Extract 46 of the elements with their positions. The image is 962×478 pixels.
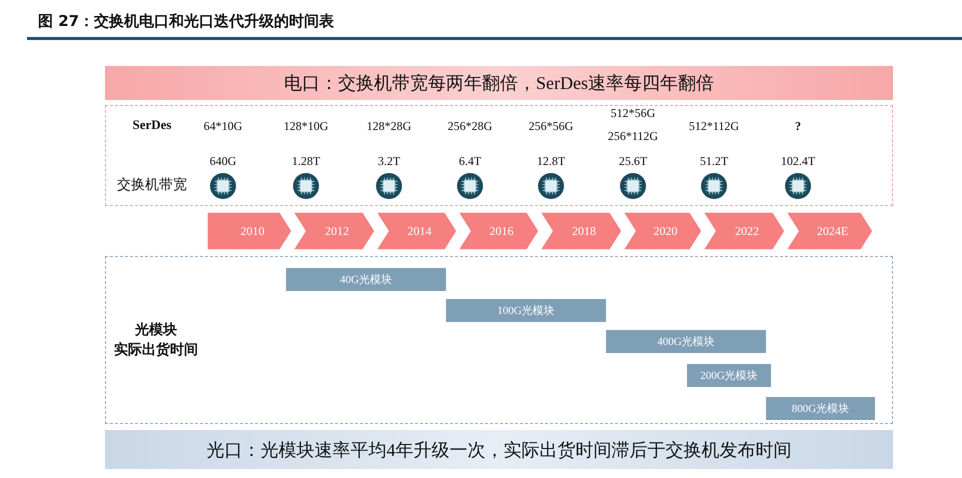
serdes-value: 512*112G — [688, 119, 740, 134]
timeline-segment: 2018 — [540, 212, 622, 250]
module-bar: 800G光模块 — [766, 397, 875, 420]
bandwidth-value: 1.28T — [290, 154, 322, 169]
serdes-value: 64*10G — [202, 119, 244, 134]
bandwidth-value: 12.8T — [536, 154, 566, 169]
timeline-segment: 2020 — [623, 212, 702, 250]
chip-icon — [701, 173, 727, 199]
row-label: 交换机带宽 — [116, 176, 188, 194]
timeline-segment: 2024E — [786, 212, 873, 250]
chip-icon — [620, 173, 646, 199]
serdes-value: 256*28G — [446, 119, 494, 134]
chip-icon — [538, 173, 564, 199]
serdes-value: 256*56G — [528, 119, 574, 134]
serdes-value: 256*112G — [606, 129, 660, 144]
serdes-value: 512*56G — [610, 106, 656, 121]
bandwidth-value: 6.4T — [458, 154, 482, 169]
bandwidth-value: 102.4T — [780, 154, 816, 169]
footer-band: 光口：光模块速率平均4年升级一次，实际出货时间滞后于交换机发布时间 — [105, 430, 893, 469]
figure-title: 图 27：交换机电口和光口迭代升级的时间表 — [38, 12, 334, 31]
chip-icon — [210, 173, 236, 199]
module-bar: 40G光模块 — [286, 268, 446, 291]
bandwidth-value: 3.2T — [376, 154, 402, 169]
chip-icon — [457, 173, 483, 199]
module-bar: 100G光模块 — [446, 299, 606, 322]
row-label: SerDes — [132, 117, 172, 133]
timeline-segment: 2016 — [458, 212, 539, 250]
row-label: 光模块实际出货时间 — [113, 321, 199, 360]
timeline-segment: 2012 — [293, 212, 375, 250]
serdes-value: ? — [794, 119, 802, 134]
timeline-segment: 2010 — [207, 212, 292, 250]
module-bar: 400G光模块 — [606, 330, 766, 353]
serdes-value: 128*28G — [366, 119, 412, 134]
timeline-segment: 2014 — [376, 212, 457, 250]
dashed-panel — [105, 256, 893, 424]
chip-icon — [376, 173, 402, 199]
serdes-value: 128*10G — [282, 119, 330, 134]
chip-icon — [785, 173, 811, 199]
chip-icon — [293, 173, 319, 199]
module-bar: 200G光模块 — [687, 364, 771, 387]
timeline-segment: 2022 — [703, 212, 785, 250]
dashed-panel — [105, 105, 893, 206]
bandwidth-value: 640G — [208, 154, 238, 169]
bandwidth-value: 25.6T — [618, 154, 648, 169]
bandwidth-value: 51.2T — [698, 154, 730, 169]
header-band: 电口：交换机带宽每两年翻倍，SerDes速率每四年翻倍 — [105, 66, 893, 100]
